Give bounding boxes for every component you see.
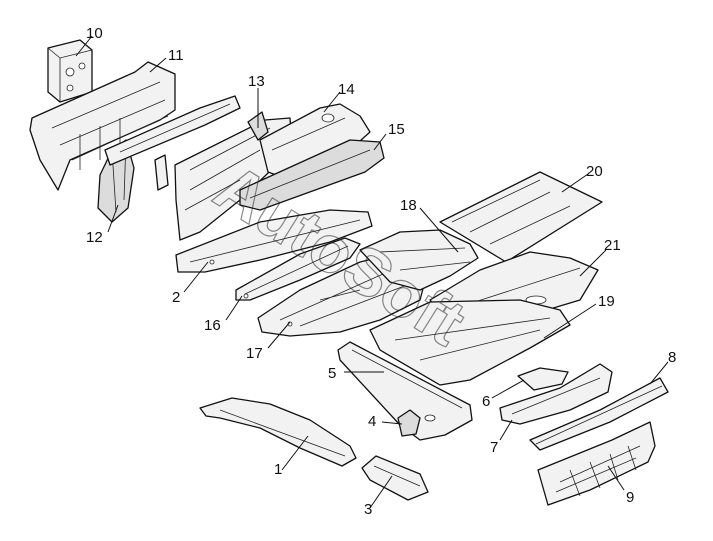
part-label-19: 19 bbox=[598, 293, 615, 310]
part-label-14: 14 bbox=[338, 81, 355, 98]
part-8-bumper-bar bbox=[529, 377, 669, 451]
part-label-15: 15 bbox=[388, 121, 405, 138]
part-7-crossmember bbox=[499, 363, 613, 425]
part-label-18: 18 bbox=[400, 197, 417, 214]
part-label-11: 11 bbox=[168, 47, 184, 64]
part-label-13: 13 bbox=[248, 73, 265, 90]
part-label-10: 10 bbox=[86, 25, 103, 42]
part-3-rail-piece bbox=[361, 455, 429, 501]
part-18-centre-floor bbox=[359, 229, 479, 291]
part-15-reinforcement bbox=[239, 139, 385, 211]
part-label-1: 1 bbox=[274, 461, 282, 478]
part-label-6: 6 bbox=[482, 393, 490, 410]
part-20-parcel-shelf bbox=[439, 171, 603, 263]
part-19-rear-floor bbox=[369, 299, 571, 386]
part-label-8: 8 bbox=[668, 349, 676, 366]
part-5-rail bbox=[337, 341, 473, 441]
part-label-16: 16 bbox=[204, 317, 221, 334]
part-label-21: 21 bbox=[604, 237, 621, 254]
part-label-17: 17 bbox=[246, 345, 263, 362]
part-label-9: 9 bbox=[626, 489, 634, 506]
leader-lines bbox=[75, 35, 669, 509]
part-11-rear-panel bbox=[29, 61, 176, 191]
part-16-sill bbox=[235, 237, 361, 301]
part-label-4: 4 bbox=[368, 413, 376, 430]
part-label-20: 20 bbox=[586, 163, 603, 180]
part-10-bracket bbox=[47, 39, 93, 103]
part-2-side-member bbox=[175, 209, 373, 273]
part-6-bracket bbox=[517, 367, 569, 391]
part-crossmember bbox=[104, 95, 241, 191]
part-1-longitudinal bbox=[199, 397, 357, 467]
part-label-2: 2 bbox=[172, 289, 180, 306]
part-label-7: 7 bbox=[490, 439, 498, 456]
part-label-3: 3 bbox=[364, 501, 372, 518]
part-4-plate bbox=[397, 409, 421, 437]
part-9-rear-panel bbox=[537, 421, 656, 506]
part-label-12: 12 bbox=[86, 229, 103, 246]
part-label-5: 5 bbox=[328, 365, 336, 382]
part-labels: 10 11 12 13 14 15 2 16 17 18 20 21 19 5 … bbox=[86, 25, 676, 518]
